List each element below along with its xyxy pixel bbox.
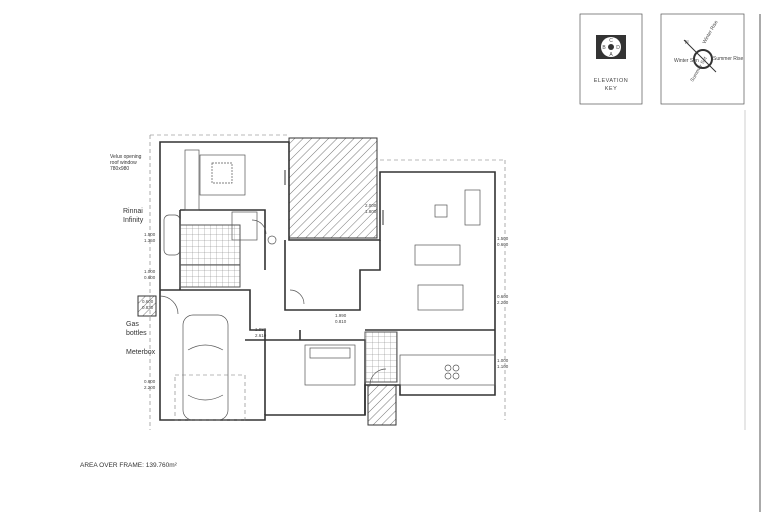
- dim-label: 1.980: [255, 327, 267, 332]
- elevation-letter-a: A: [609, 52, 613, 58]
- dim-label: 1.350: [144, 238, 156, 243]
- dim-label: 1.500: [144, 232, 156, 237]
- elevation-key-subtitle: KEY: [605, 86, 618, 92]
- compass-label: Winter Rise: [702, 19, 720, 45]
- elevation-letter-c: C: [609, 38, 613, 44]
- entry-hatch: [367, 384, 397, 426]
- dim-label: 1.000: [144, 269, 156, 274]
- dim-label: 2.200: [497, 300, 509, 305]
- table: [417, 284, 464, 311]
- dim-label: 1.800: [365, 209, 377, 214]
- notes: Velux opening roof window 780x980 Rinnai…: [110, 154, 156, 356]
- gas-note: bottles: [126, 330, 147, 337]
- gas-note: Gas: [126, 321, 139, 328]
- walls: [159, 141, 496, 421]
- compass-label: Winter Sun: [674, 58, 699, 64]
- rinnai-note: Infinity: [123, 217, 144, 224]
- compass-box: N Winter Sun Summer Rise Summer Set Wint…: [660, 13, 745, 105]
- dim-label: 2.200: [144, 385, 156, 390]
- dim-label: 2.610: [255, 333, 267, 338]
- dim-label: 2.000: [365, 203, 377, 208]
- bathroom-tiles: [179, 224, 241, 266]
- dim-label: 0.810: [335, 319, 347, 324]
- elevation-letter-b: B: [602, 45, 606, 51]
- elevation-key-title: ELEVATION: [594, 78, 629, 84]
- car: [174, 314, 246, 421]
- bathtub: [163, 214, 181, 256]
- dim-label: 1.000: [497, 358, 509, 363]
- dim-label: 0.600: [144, 275, 156, 280]
- compass-north: N: [685, 40, 689, 46]
- window-dimensions: 1.500 1.350 1.000 0.600 0.600 0.830 0.60…: [142, 203, 509, 390]
- compass-label: Summer Rise: [713, 56, 744, 62]
- north-arrow-icon: [683, 39, 717, 73]
- dim-label: 1.990: [335, 313, 347, 318]
- dim-label: 0.600: [142, 299, 154, 304]
- covered-area-hatch: [288, 137, 378, 239]
- sofa: [414, 244, 461, 266]
- meterbox-note: Meterbox: [126, 349, 156, 356]
- dim-label: 0.600: [497, 294, 509, 299]
- velux-note: Velux opening: [110, 154, 142, 160]
- dim-label: 1.100: [497, 364, 509, 369]
- elevation-letter-d: D: [616, 45, 620, 51]
- velux-note: 780x980: [110, 166, 129, 172]
- rinnai-note: Rinnai: [123, 208, 143, 215]
- velux-note: roof window: [110, 160, 137, 166]
- dim-label: 0.600: [144, 379, 156, 384]
- kitchen-bench: [399, 354, 496, 386]
- area-over-frame: AREA OVER FRAME: 139.760m²: [80, 462, 178, 469]
- elevation-key-box: C B D A ELEVATION KEY: [579, 13, 643, 105]
- dim-label: 0.600: [497, 242, 509, 247]
- dim-label: 1.500: [497, 236, 509, 241]
- dim-label: 0.830: [142, 305, 154, 310]
